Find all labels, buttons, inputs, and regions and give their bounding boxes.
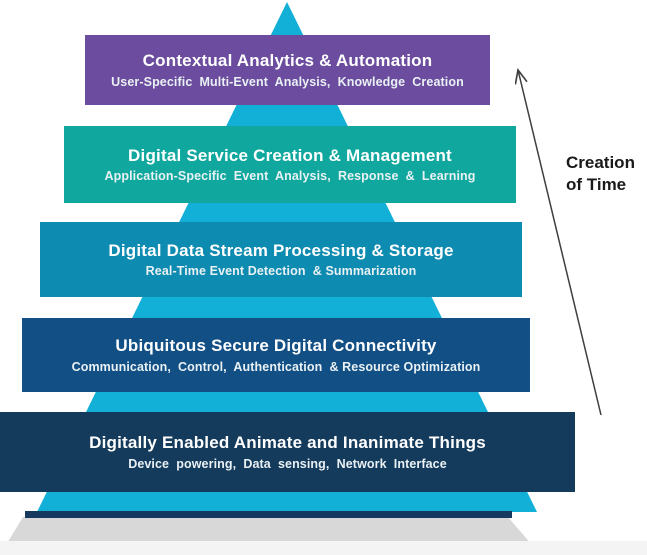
layer-title: Ubiquitous Secure Digital Connectivity xyxy=(115,336,437,356)
layer-subtitle: Real-Time Event Detection & Summarizatio… xyxy=(145,264,417,279)
pyramid-layer-contextual-analytics: Contextual Analytics & Automation User-S… xyxy=(85,35,490,105)
layer-subtitle: Communication, Control, Authentication &… xyxy=(71,359,481,374)
pyramid-layer-data-stream: Digital Data Stream Processing & Storage… xyxy=(40,222,522,297)
layer-title: Contextual Analytics & Automation xyxy=(142,51,433,71)
pyramid-layer-enabled-things: Digitally Enabled Animate and Inanimate … xyxy=(0,412,575,492)
time-arrow xyxy=(518,70,602,416)
layer-title: Digital Service Creation & Management xyxy=(128,145,452,165)
layer-subtitle: Device powering, Data sensing, Network I… xyxy=(128,456,447,471)
layer-subtitle: User-Specific Multi-Event Analysis, Know… xyxy=(111,74,464,89)
creation-of-time-label: Creation of Time xyxy=(566,153,635,195)
layer-title: Digitally Enabled Animate and Inanimate … xyxy=(89,433,486,453)
bottom-strip xyxy=(0,541,647,555)
pyramid-layer-digital-service: Digital Service Creation & Management Ap… xyxy=(64,126,516,203)
pyramid-base-bar xyxy=(25,511,512,518)
pyramid-base-shadow xyxy=(6,517,532,545)
layer-subtitle: Application-Specific Event Analysis, Res… xyxy=(104,169,476,184)
pyramid-layer-digital-connectivity: Ubiquitous Secure Digital Connectivity C… xyxy=(22,318,530,392)
layer-title: Digital Data Stream Processing & Storage xyxy=(108,240,454,260)
